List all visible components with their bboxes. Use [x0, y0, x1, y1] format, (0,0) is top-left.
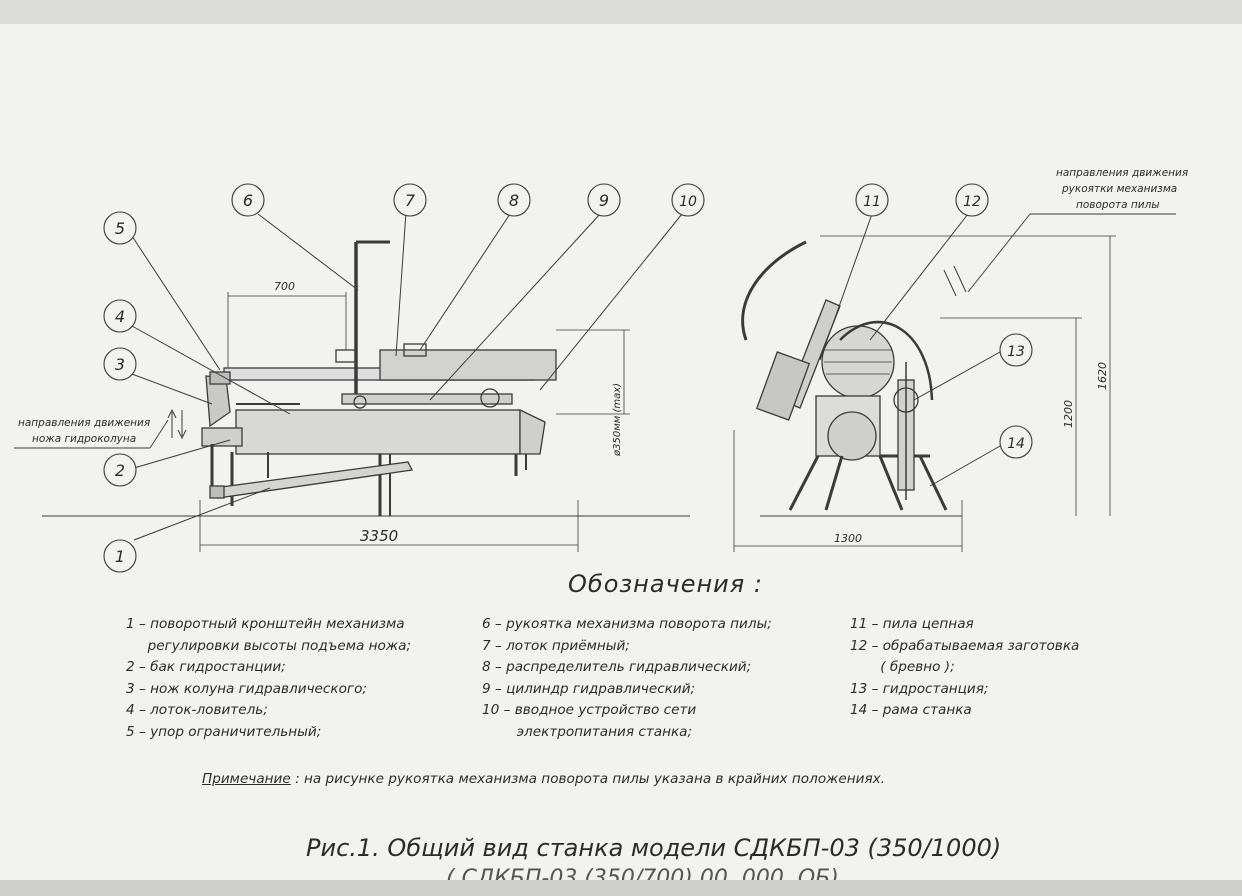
callout-num-7: 7 — [405, 191, 416, 210]
dim-700: 700 — [274, 280, 295, 293]
paper-sheet — [0, 20, 1242, 896]
legend-column-2: 6 – рукоятка механизма поворота пилы; 7 … — [482, 616, 772, 740]
dim-350: ø350мм (max) — [612, 383, 623, 457]
callout-num-8: 8 — [509, 191, 519, 210]
handle-direction-line3: поворота пилы — [1076, 199, 1160, 211]
dim-1300: 1300 — [834, 532, 862, 545]
handle-direction-line2: рукоятки механизма — [1061, 183, 1177, 195]
callout-num-3: 3 — [115, 355, 125, 374]
scan-top-edge — [0, 0, 1242, 24]
dim-1620: 1620 — [1096, 362, 1109, 390]
callout-num-9: 9 — [599, 191, 609, 210]
side-view — [14, 240, 690, 552]
callout-12 — [955, 183, 989, 217]
callout-num-1: 1 — [115, 547, 125, 566]
legend-title: Обозначения : — [568, 570, 763, 598]
knife-direction-line2: ножа гидроколуна — [32, 433, 136, 445]
callout-num-11: 11 — [863, 194, 881, 210]
callout-14 — [999, 425, 1033, 459]
dim-3350: 3350 — [360, 527, 398, 545]
callout-3 — [103, 347, 137, 381]
callout-num-2: 2 — [115, 461, 125, 480]
callout-6 — [231, 183, 265, 217]
callout-1 — [103, 539, 137, 573]
leader-lines-side — [131, 211, 683, 541]
callout-num-4: 4 — [115, 307, 125, 326]
legend-column-3: 11 – пила цепная 12 – обрабатываемая заг… — [850, 616, 1080, 718]
callout-num-6: 6 — [243, 191, 253, 210]
callout-13 — [999, 333, 1033, 367]
callout-num-10: 10 — [679, 194, 697, 210]
dim-1200: 1200 — [1062, 400, 1075, 428]
callout-8 — [497, 183, 531, 217]
knife-direction-line1: направления движения — [18, 417, 150, 429]
figure-caption: Рис.1. Общий вид станка модели СДКБП-03 … — [306, 834, 1002, 862]
callout-11 — [855, 183, 889, 217]
handle-direction-line1: направления движения — [1056, 167, 1188, 179]
callout-5 — [103, 211, 137, 245]
legend-column-1: 1 – поворотный кронштейн механизма регул… — [126, 616, 411, 740]
scan-bottom-edge — [0, 880, 1242, 896]
callout-num-12: 12 — [963, 194, 981, 210]
leader-lines-front — [819, 213, 1001, 487]
callouts — [103, 183, 1033, 573]
note-label: Примечание — [202, 771, 291, 787]
callout-4 — [103, 299, 137, 333]
callout-10 — [671, 183, 705, 217]
callout-2 — [103, 453, 137, 487]
callout-7 — [393, 183, 427, 217]
note-text: : на рисунке рукоятка механизма поворота… — [290, 771, 886, 787]
callout-num-5: 5 — [115, 219, 125, 238]
callout-9 — [587, 183, 621, 217]
callout-num-13: 13 — [1007, 344, 1025, 360]
note: Примечание : на рисунке рукоятка механиз… — [202, 771, 885, 787]
front-view — [733, 213, 1176, 552]
callout-num-14: 14 — [1007, 436, 1025, 452]
